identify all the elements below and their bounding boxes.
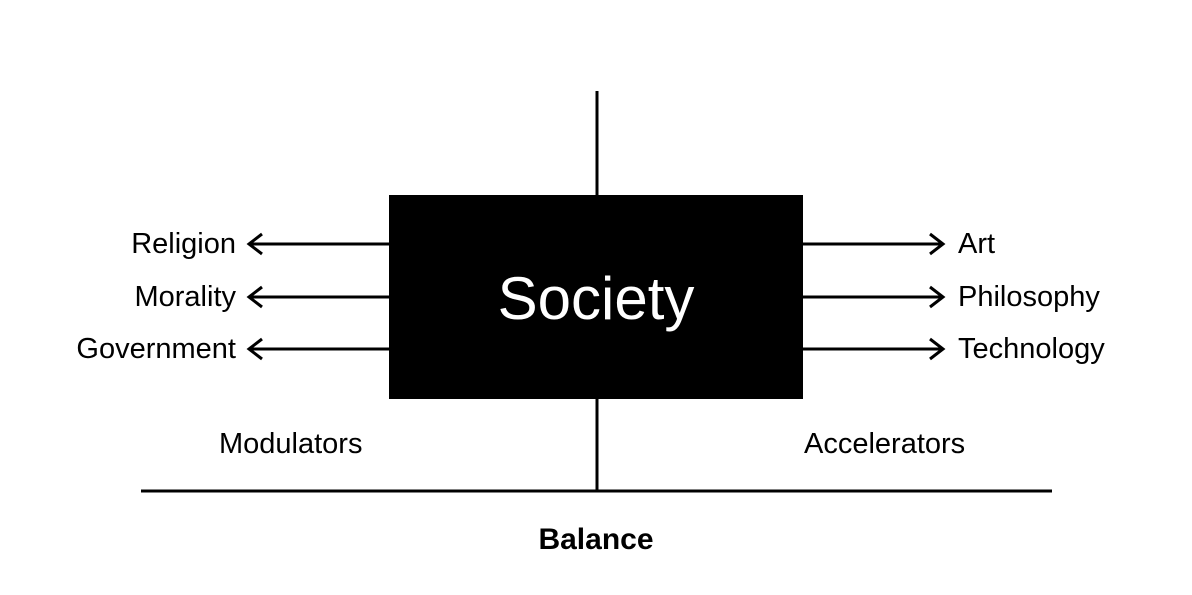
arrow-right-2 — [803, 285, 946, 309]
society-box: Society — [389, 195, 803, 399]
label-philosophy: Philosophy — [958, 281, 1100, 313]
label-government: Government — [76, 333, 236, 365]
label-religion: Religion — [131, 228, 236, 260]
arrow-left-3 — [246, 337, 389, 361]
modulators-label: Modulators — [219, 428, 363, 460]
label-art: Art — [958, 228, 996, 260]
arrow-left-2 — [246, 285, 389, 309]
label-morality: Morality — [134, 281, 236, 313]
arrow-left-1 — [246, 232, 389, 256]
society-label: Society — [497, 265, 695, 332]
label-technology: Technology — [958, 333, 1105, 365]
balance-label: Balance — [538, 523, 654, 556]
accelerators-label: Accelerators — [804, 428, 966, 460]
arrow-right-1 — [803, 232, 946, 256]
arrow-right-3 — [803, 337, 946, 361]
